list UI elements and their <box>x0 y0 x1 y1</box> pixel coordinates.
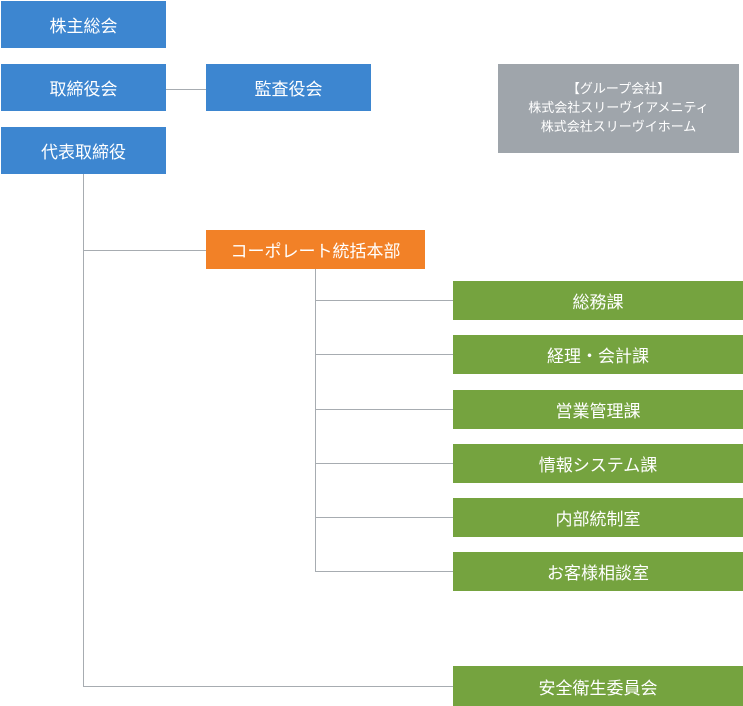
board-of-directors-box: 取締役会 <box>1 64 166 111</box>
connector-safety-committee <box>83 686 453 687</box>
shareholders-meeting-box: 株主総会 <box>1 1 166 48</box>
group-company-2: 株式会社スリーヴイホーム <box>540 120 697 135</box>
group-companies-box: 【グループ会社】 株式会社スリーヴイアメニティ 株式会社スリーヴイホーム <box>498 64 739 153</box>
connector-president-trunk <box>83 173 84 687</box>
connector-dept-6 <box>315 571 453 572</box>
department-box: 総務課 <box>453 281 743 320</box>
connector-hq-trunk <box>315 268 316 571</box>
corporate-headquarters-box: コーポレート統括本部 <box>206 230 425 269</box>
connector-dept-3 <box>315 409 453 410</box>
department-box: 情報システム課 <box>453 444 743 483</box>
department-box: お客様相談室 <box>453 552 743 591</box>
safety-health-committee-box: 安全衛生委員会 <box>453 666 743 706</box>
connector-dept-1 <box>315 300 453 301</box>
group-company-1: 株式会社スリーヴイアメニティ <box>528 101 709 116</box>
department-box: 内部統制室 <box>453 498 743 537</box>
group-companies-heading: 【グループ会社】 <box>566 82 671 97</box>
representative-director-box: 代表取締役 <box>1 127 166 174</box>
connector-board-auditors <box>165 89 206 90</box>
audit-board-box: 監査役会 <box>206 64 371 111</box>
connector-dept-2 <box>315 354 453 355</box>
connector-dept-5 <box>315 517 453 518</box>
connector-trunk-hq <box>83 250 207 251</box>
department-box: 営業管理課 <box>453 390 743 429</box>
connector-dept-4 <box>315 463 453 464</box>
department-box: 経理・会計課 <box>453 335 743 374</box>
